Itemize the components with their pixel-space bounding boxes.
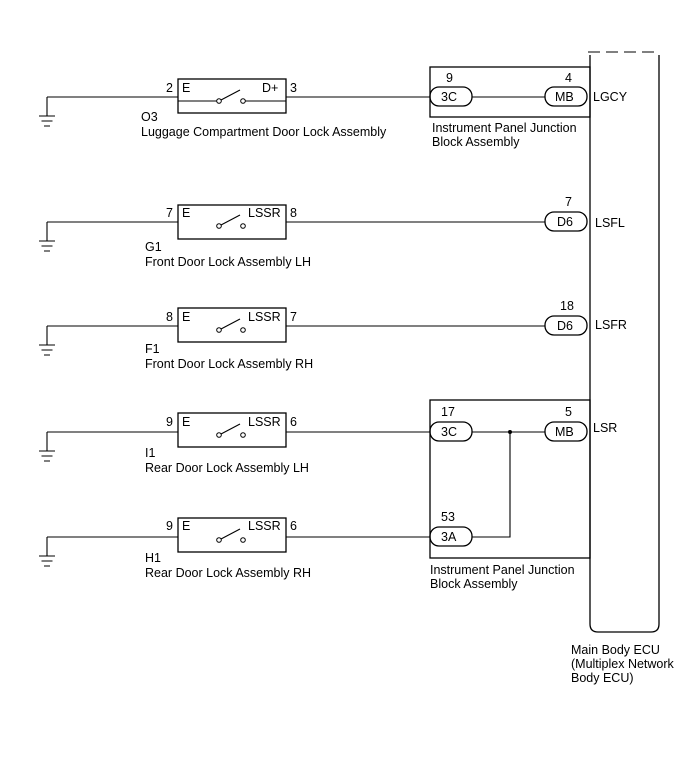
connector-code: MB	[555, 425, 574, 439]
ecu-terminal-label: LGCY	[593, 90, 628, 104]
switch-right-terminal: D+	[262, 81, 278, 95]
switch-right-terminal: LSSR	[248, 415, 281, 429]
ecu-terminal-label: LSFR	[595, 318, 627, 332]
junction-block-2: 3C 17 MB 5 LSR 3A 53 Instrument Panel Ju…	[429, 399, 617, 591]
ecu-terminal-label: LSR	[593, 421, 617, 435]
ecu-label-line1: Main Body ECU	[571, 643, 660, 657]
row-luggage-door: E D+ 2 3 O3 Luggage Compartment Door Loc…	[39, 78, 430, 139]
pin-number: 2	[166, 81, 173, 95]
pin-number: 3	[290, 81, 297, 95]
switch-right-terminal: LSSR	[248, 206, 281, 220]
pin-number: 7	[166, 206, 173, 220]
ecu-label-line2: (Multiplex Network	[571, 657, 675, 671]
pin-number: 7	[290, 310, 297, 324]
pin-number: 8	[166, 310, 173, 324]
row-front-door-rh: E LSSR 8 7 F1 Front Door Lock Assembly R…	[39, 299, 627, 371]
connector-code: 3A	[441, 530, 457, 544]
switch-left-terminal: E	[182, 310, 190, 324]
junction-block-label: Instrument Panel Junction	[430, 563, 575, 577]
junction-block-label: Instrument Panel Junction	[432, 121, 577, 135]
component-code: O3	[141, 110, 158, 124]
switch-left-terminal: E	[182, 81, 190, 95]
connector-code: 3C	[441, 425, 457, 439]
connector-d6	[544, 315, 588, 336]
component-code: H1	[145, 551, 161, 565]
ecu-label-line3: Body ECU)	[571, 671, 634, 685]
component-name: Rear Door Lock Assembly RH	[145, 566, 311, 580]
connector-code: 3C	[441, 90, 457, 104]
ground-symbol	[39, 97, 55, 127]
pin-number: 18	[560, 299, 574, 313]
main-body-ecu: Main Body ECU (Multiplex Network Body EC…	[571, 51, 675, 685]
pin-number: 17	[441, 405, 455, 419]
pin-number: 4	[565, 71, 572, 85]
row-rear-door-lh: E LSSR 9 6 I1 Rear Door Lock Assembly LH	[39, 412, 430, 475]
pin-number: 9	[446, 71, 453, 85]
component-name: Rear Door Lock Assembly LH	[145, 461, 309, 475]
pin-number: 9	[166, 519, 173, 533]
ecu-terminal-label: LSFL	[595, 216, 625, 230]
connector-code: D6	[557, 215, 573, 229]
component-code: G1	[145, 240, 162, 254]
pin-number: 6	[290, 415, 297, 429]
connector-code: D6	[557, 319, 573, 333]
switch-left-terminal: E	[182, 415, 190, 429]
connector-code: MB	[555, 90, 574, 104]
pin-number: 5	[565, 405, 572, 419]
pin-number: 7	[565, 195, 572, 209]
row-front-door-lh: E LSSR 7 8 G1 Front Door Lock Assembly L…	[39, 195, 625, 269]
component-name: Luggage Compartment Door Lock Assembly	[141, 125, 387, 139]
switch-o3: E D+	[177, 78, 287, 114]
junction-block-1: 3C 9 MB 4 LGCY Instrument Panel Junction…	[429, 66, 628, 149]
connector-mb	[544, 86, 588, 107]
switch-right-terminal: LSSR	[248, 519, 281, 533]
component-name: Front Door Lock Assembly RH	[145, 357, 313, 371]
switch-left-terminal: E	[182, 519, 190, 533]
pin-number: 8	[290, 206, 297, 220]
row-rear-door-rh: E LSSR 9 6 H1 Rear Door Lock Assembly RH	[39, 517, 430, 580]
component-code: F1	[145, 342, 160, 356]
component-name: Front Door Lock Assembly LH	[145, 255, 311, 269]
switch-right-terminal: LSSR	[248, 310, 281, 324]
pin-number: 6	[290, 519, 297, 533]
component-code: I1	[145, 446, 155, 460]
junction-block-label: Block Assembly	[432, 135, 520, 149]
switch-left-terminal: E	[182, 206, 190, 220]
pin-number: 9	[166, 415, 173, 429]
junction-block-label: Block Assembly	[430, 577, 518, 591]
connector-d6	[544, 211, 588, 232]
pin-number: 53	[441, 510, 455, 524]
